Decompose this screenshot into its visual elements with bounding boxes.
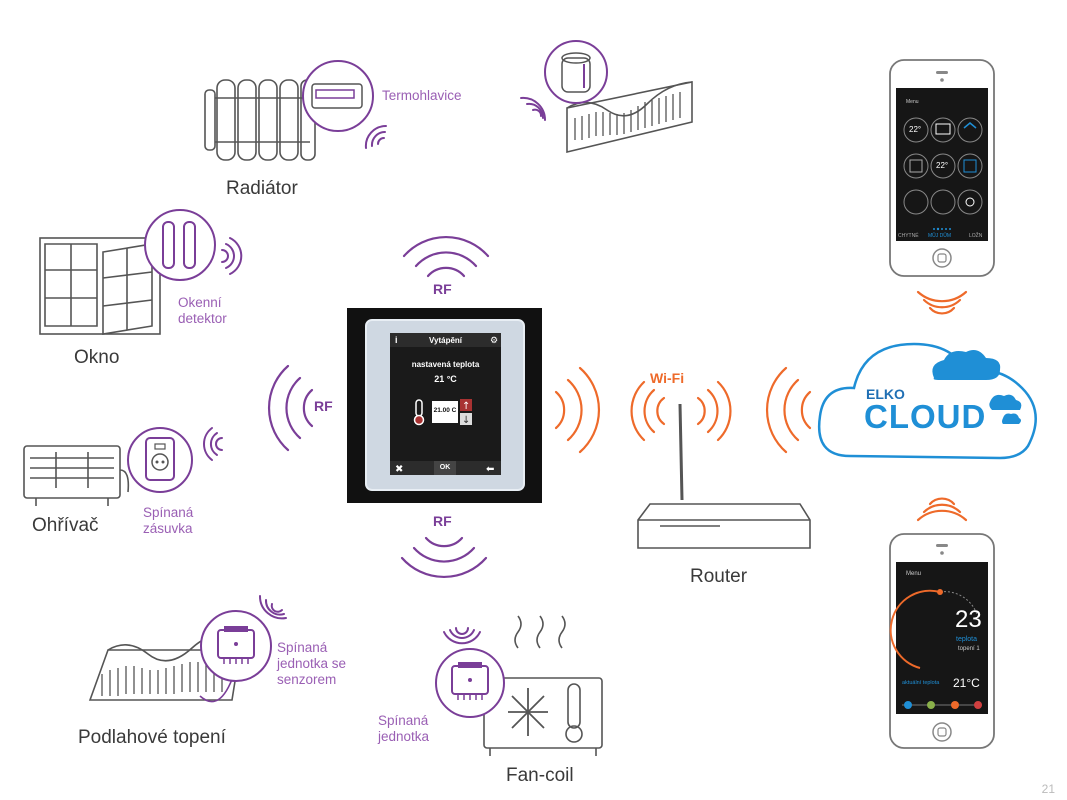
rf-label-bottom: RF — [433, 513, 452, 529]
thermometer-icon — [413, 399, 425, 426]
cloud-line2: CLOUD — [864, 398, 987, 435]
floor-sub-label-3: senzorem — [277, 672, 337, 687]
thermo-head-icon — [302, 60, 374, 132]
rf-waves-bottom-icon — [400, 536, 488, 579]
thermostat-back-icon[interactable]: ⬅ — [486, 464, 494, 475]
heater-sub-label-2: zásuvka — [143, 521, 193, 536]
radiator-icon — [204, 79, 316, 161]
heater-signal-icon — [203, 427, 223, 461]
elko-cloud-icon — [817, 342, 1037, 460]
thermostat-close-icon[interactable]: ✖ — [395, 464, 403, 475]
thermostat-subtitle: nastavená teplota — [411, 360, 480, 369]
phone-bottom — [889, 533, 995, 749]
window-sensor-icon — [144, 209, 216, 281]
switch-unit-icon — [435, 648, 505, 718]
window-sub-label-2: detektor — [178, 311, 227, 326]
phone1-menu[interactable]: Menu — [906, 99, 919, 105]
smart-socket-icon — [127, 427, 193, 493]
phone2-menu[interactable]: Menu — [906, 571, 922, 577]
window-signal-icon — [221, 237, 243, 275]
floor-sub-label-2: jednotka se — [277, 656, 347, 671]
phone1-tile-5[interactable]: 22° — [936, 161, 949, 170]
rf-waves-left-icon — [267, 364, 314, 452]
cloud-line1: ELKO — [866, 386, 905, 402]
fancoil-sub-label-1: Spínaná — [378, 713, 429, 728]
fancoil-sub-label-2: jednotka — [378, 729, 430, 744]
thermostat-up-icon[interactable]: ↑ — [462, 401, 470, 412]
fancoil-signal-icon — [443, 627, 481, 645]
radiator-signal-icon — [364, 124, 387, 149]
phone1-tab-2[interactable]: MŮJ DŮM — [928, 233, 952, 239]
window-sub-label-1: Okenní — [178, 295, 222, 310]
thermostat-setpoint[interactable]: 21.00 C — [433, 407, 457, 414]
wifi-waves-thermostat-icon — [554, 366, 601, 454]
rf-label-left: RF — [314, 398, 333, 414]
floor-sub-label-1: Spínaná — [277, 640, 328, 655]
wifi-label: Wi-Fi — [650, 370, 685, 386]
phone1-tile-1[interactable]: 22° — [909, 125, 922, 134]
thermostat-temperature: 21 °C — [434, 374, 457, 384]
thermostat-settings-icon[interactable]: ⚙ — [490, 335, 498, 345]
phone-top — [889, 59, 995, 277]
phone2-line2: topení 1 — [958, 646, 980, 652]
floor-signal-icon — [258, 595, 287, 620]
floor-panel-top-icon — [566, 81, 693, 154]
floor-label: Podlahové topení — [78, 727, 226, 748]
floor-top-signal-icon — [520, 96, 547, 121]
router-icon — [637, 403, 811, 549]
heater-label: Ohřívač — [32, 515, 99, 536]
rf-label-top: RF — [433, 281, 452, 297]
router-label: Router — [690, 566, 748, 587]
phone1-tab-1[interactable]: CHYTNÉ — [898, 233, 919, 239]
switch-unit-sensor-icon — [200, 610, 272, 682]
phone2-current-label: aktuální teplota — [902, 680, 940, 686]
window-label: Okno — [74, 347, 120, 368]
thermostat-down-icon[interactable]: ↓ — [462, 415, 470, 426]
radiator-label: Radiátor — [226, 178, 298, 199]
page-number: 21 — [1041, 782, 1055, 796]
thermostat-ok-button[interactable]: OK — [439, 464, 451, 471]
phone2-current-value: 21°C — [953, 676, 980, 690]
router-wifi-waves-icon — [630, 380, 732, 442]
fancoil-label: Fan-coil — [506, 765, 574, 786]
wifi-waves-cloud-icon — [765, 366, 812, 454]
window-icon — [39, 237, 161, 335]
thermostat-info-icon[interactable]: i — [395, 335, 398, 345]
thermostat-title: Vytápění — [428, 336, 463, 345]
thermostat-device: i ⚙ ↑ ↓ ✖ ⬅ — [347, 308, 542, 503]
thermo-head-2-icon — [544, 40, 608, 104]
rf-waves-top-icon — [402, 235, 490, 278]
cloud-phone-top-waves-icon — [916, 290, 968, 315]
phone1-tab-3[interactable]: LOŽN — [969, 233, 983, 239]
radiator-sub-label: Termohlavice — [382, 88, 462, 103]
heater-icon — [23, 445, 130, 506]
phone2-line1: teplota — [956, 636, 978, 643]
heater-sub-label-1: Spínaná — [143, 505, 194, 520]
phone2-temp: 23 — [955, 606, 982, 633]
cloud-phone-bottom-waves-icon — [916, 497, 968, 522]
